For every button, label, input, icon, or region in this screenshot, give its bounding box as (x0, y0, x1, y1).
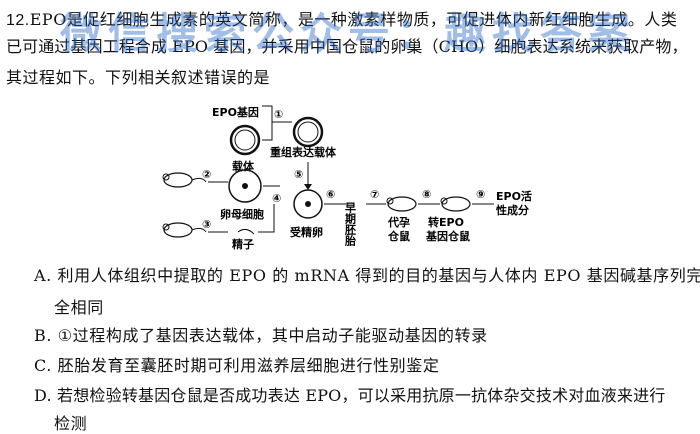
transgenic-label-2: 基因仓鼠 (425, 229, 470, 243)
option-b: B. ①过程构成了基因表达载体，其中启动子能驱动基因的转录 (34, 326, 488, 345)
step6-label: ⑥ (326, 188, 335, 201)
option-d-line-2: 检测 (54, 414, 88, 433)
fertilized-egg-circle (293, 189, 323, 219)
product-label-2: 性成分 (496, 203, 529, 217)
donor-mouse-icon (162, 172, 207, 188)
step2-label: ② (202, 168, 211, 181)
oocyte-circle (228, 169, 262, 203)
question-number: 12. (6, 12, 30, 29)
arrow-step4 (258, 185, 280, 233)
question-stem-2: 已可通过基因工程合成 EPO 基因，并采用中国仓鼠的卵巢（CHO）细胞表达系统来… (6, 37, 688, 56)
surrogate-mouse-icon (386, 196, 417, 212)
step7-label: ⑦ (370, 188, 379, 201)
step8-label: ⑧ (422, 188, 431, 201)
step5-label: ⑤ (294, 168, 303, 181)
question-line-1: 12.EPO是促红细胞生成素的英文简称，是一种激素样物质，可促进体内新红细胞生成… (6, 6, 677, 30)
option-d-line-1: D. 若想检验转基因仓鼠是否成功表达 EPO，可以采用抗原一抗体杂交技术对血液来… (34, 386, 666, 405)
transgenic-mouse-icon (440, 196, 471, 212)
product-label-1: EPO活 (496, 189, 532, 203)
oocyte-label: 卵母细胞 (220, 207, 264, 221)
step9-label: ⑨ (476, 188, 485, 201)
question-stem-3: 其过程如下。下列相关叙述错误的是 (6, 68, 271, 87)
surrogate-label-1: 代孕 (387, 215, 410, 229)
option-a-line-2: 全相同 (54, 298, 104, 317)
option-a-line-1: A. 利用人体组织中提取的 EPO 的 mRNA 得到的目的基因与人体内 EPO… (34, 266, 700, 285)
option-c: C. 胚胎发育至囊胚时期可利用滋养层细胞进行性别鉴定 (34, 356, 440, 375)
male-mouse-icon (162, 222, 207, 238)
fertilized-egg-nucleus (305, 201, 311, 207)
sperm-icon (237, 228, 255, 235)
recombinant-vector-label: 重组表达载体 (270, 145, 337, 159)
watermark: 微信搜索公众号：趣找答案 (60, 9, 637, 58)
epo-gene-label: EPO基因 (212, 105, 259, 119)
surrogate-label-2: 仓鼠 (387, 229, 410, 243)
vector-plasmid (229, 124, 261, 156)
arrowhead-step5 (304, 184, 312, 190)
vector-plasmid-inner (234, 129, 256, 151)
oocyte-nucleus (242, 183, 248, 189)
recombinant-plasmid-inner (297, 121, 319, 143)
transgenic-label-1: 转EPO (428, 215, 464, 229)
fertilized-egg-label: 受精卵 (290, 225, 323, 239)
step1-label: ① (274, 108, 283, 121)
recombinant-plasmid (292, 116, 324, 148)
process-diagram: EPO基因 载体 ① 重组表达载体 ⑤ ② 卵母细胞 ③ 精子 ④ 受精卵 ⑥ … (162, 105, 532, 251)
question-stem-1: EPO是促红细胞生成素的英文简称，是一种激素样物质，可促进体内新红细胞生成。人类 (29, 10, 678, 29)
vector-label: 载体 (232, 159, 255, 173)
step3-label: ③ (202, 218, 211, 231)
step4-label: ④ (272, 192, 281, 205)
sperm-label: 精子 (232, 237, 254, 251)
bracket-line (262, 105, 273, 141)
early-embryo-label: 早期胚胎 (344, 202, 358, 247)
